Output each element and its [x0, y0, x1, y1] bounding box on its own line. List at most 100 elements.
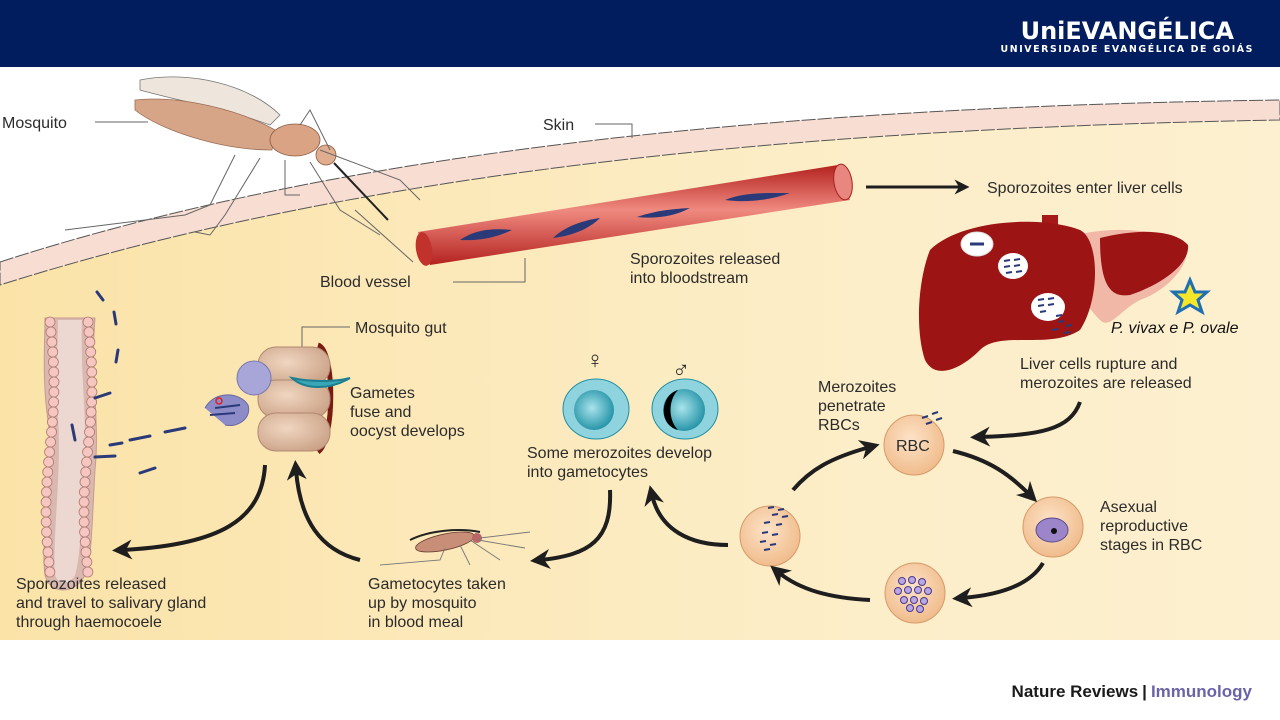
- label-merozoites-1: Merozoites: [818, 379, 896, 396]
- gland-cell: [80, 466, 92, 478]
- rbc-ruptured: [739, 505, 801, 567]
- star-icon: [1169, 276, 1211, 316]
- label-gametocytes-1: Some merozoites develop: [527, 445, 712, 462]
- label-p-vivax-ovale: P. vivax e P. ovale: [1111, 320, 1239, 337]
- gland-cell: [82, 446, 93, 458]
- gland-cell: [83, 436, 94, 448]
- label-gametocytes-2: into gametocytes: [527, 464, 648, 481]
- gland-cell: [86, 366, 98, 378]
- label-asexual-1: Asexual: [1100, 499, 1157, 516]
- gland-cell: [83, 326, 95, 338]
- gland-cell: [41, 476, 53, 488]
- label-salivary-2: and travel to salivary gland: [16, 595, 206, 612]
- label-blood-vessel: Blood vessel: [320, 274, 411, 291]
- gland-cell: [46, 336, 58, 348]
- label-merozoites-3: RBCs: [818, 417, 860, 434]
- gland-cell: [48, 386, 60, 398]
- brand-name: UniEVANGÉLICA: [1020, 17, 1234, 45]
- arrow-ring-to-schizont: [952, 561, 1045, 608]
- arrow-release-to-gametocytes: [644, 485, 729, 547]
- label-liver-rupture-2: merozoites are released: [1020, 375, 1192, 392]
- gland-cell: [40, 496, 52, 508]
- gland-cell: [45, 436, 56, 448]
- gland-cell: [85, 406, 97, 418]
- label-gametes-3: oocyst develops: [350, 423, 465, 440]
- gland-cell: [42, 466, 54, 478]
- male-gametocyte-inner: [663, 389, 705, 431]
- rbc-cell: [883, 414, 945, 476]
- gland-cell: [78, 506, 90, 518]
- gland-cell: [44, 566, 56, 578]
- gland-cell: [84, 426, 95, 438]
- skin-layer: [0, 99, 1280, 286]
- gland-cell: [80, 546, 92, 558]
- label-mosquito-gut: Mosquito gut: [355, 320, 447, 337]
- gland-cell: [81, 456, 92, 468]
- label-asexual-2: reproductive: [1100, 518, 1188, 535]
- gland-cell: [41, 536, 53, 548]
- arrow-to-blood-meal: [530, 489, 613, 569]
- label-asexual-3: stages in RBC: [1100, 537, 1202, 554]
- arrow-liver-to-rbc: [970, 401, 1082, 447]
- source-immunology: Immunology: [1150, 682, 1252, 701]
- arrow-to-salivary-gland: [112, 464, 267, 560]
- label-blood-meal-3: in blood meal: [368, 614, 463, 631]
- gland-cell: [78, 516, 90, 528]
- gland-cell: [82, 566, 94, 578]
- gland-cell: [47, 406, 59, 418]
- source-separator: |: [1142, 682, 1147, 701]
- gland-cell: [45, 326, 57, 338]
- gland-cell: [43, 456, 54, 468]
- label-blood-meal-1: Gametocytes taken: [368, 576, 506, 593]
- gland-cell: [46, 416, 58, 428]
- small-mosquito-illustration: [379, 529, 531, 566]
- merozoites-entering: [921, 411, 943, 425]
- label-sporozoites-liver: Sporozoites enter liver cells: [987, 180, 1183, 197]
- gland-cell: [43, 556, 55, 568]
- source-nature-reviews: Nature Reviews: [1011, 682, 1139, 701]
- label-gametes-1: Gametes: [350, 385, 415, 402]
- blood-vessel-illustration: [415, 163, 853, 266]
- malaria-life-cycle-diagram: Mosquito Skin Blood vessel Sporozoites r…: [0, 76, 1280, 640]
- gland-cell: [79, 486, 90, 498]
- gland-cell: [41, 526, 52, 538]
- brand-subtitle: UNIVERSIDADE EVANGÉLICA DE GOIÁS: [1000, 44, 1254, 55]
- gland-cell: [41, 486, 52, 498]
- label-rbc: RBC: [896, 438, 930, 455]
- skin-leader-line: [595, 123, 633, 138]
- gland-cell: [48, 376, 60, 388]
- arrow-rbc-to-ring: [952, 449, 1038, 503]
- mosquito-gut-illustration: [204, 342, 351, 455]
- mosquito-illustration: [64, 76, 421, 236]
- label-mosquito: Mosquito: [2, 115, 67, 132]
- female-symbol: ♀: [586, 347, 604, 374]
- rbc-schizont: [884, 562, 946, 624]
- gland-cell: [85, 346, 97, 358]
- label-sporozoites-bloodstream-2: into bloodstream: [630, 270, 748, 287]
- label-merozoites-2: penetrate: [818, 398, 886, 415]
- gland-cell: [79, 536, 91, 548]
- vessel-leader-line-2: [354, 209, 414, 263]
- label-sporozoites-bloodstream-1: Sporozoites released: [630, 251, 780, 268]
- label-salivary-1: Sporozoites released: [16, 576, 166, 593]
- female-gametocyte-nucleus: [574, 390, 614, 430]
- gland-cell: [78, 496, 90, 508]
- schizont-merozoites: [894, 576, 932, 613]
- gland-cell: [46, 426, 57, 438]
- label-blood-meal-2: up by mosquito: [368, 595, 477, 612]
- gland-cell: [40, 506, 52, 518]
- gland-cell: [44, 316, 56, 328]
- salivary-gland-cells: [40, 316, 98, 578]
- gland-cell: [79, 526, 90, 538]
- figure-source-credit: Nature Reviews|Immunology: [1012, 682, 1252, 702]
- label-salivary-3: through haemocoele: [16, 614, 162, 631]
- gland-cell: [47, 346, 59, 358]
- gland-cell: [84, 416, 96, 428]
- released-merozoites: [759, 506, 789, 551]
- gland-cell: [42, 546, 54, 558]
- header-bar: UniEVANGÉLICA UNIVERSIDADE EVANGÉLICA DE…: [0, 0, 1280, 67]
- gland-cell: [84, 336, 96, 348]
- gland-cell: [48, 396, 60, 408]
- arrow-to-rbc: [791, 440, 880, 492]
- liver-illustration: [918, 215, 1189, 371]
